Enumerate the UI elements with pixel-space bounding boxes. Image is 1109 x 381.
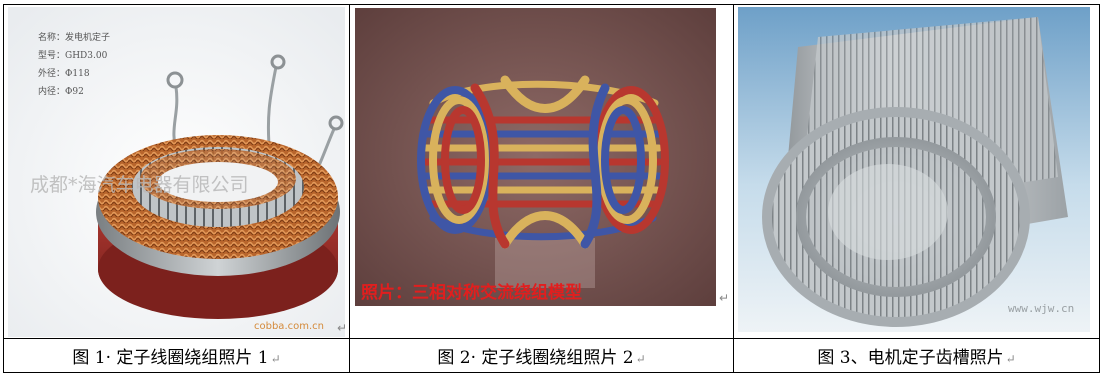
caption-figure-3: 图 3、电机定子齿槽照片 (817, 348, 1004, 368)
figure-table: 名称：发电机定子 型号：GHD3.00 外径：Φ118 内径：Φ92 (3, 4, 1100, 373)
spec-inner-diameter: 内径：Φ92 (38, 85, 84, 97)
spec-name: 名称：发电机定子 (38, 31, 110, 43)
spec-outer-diameter: 外径：Φ118 (38, 67, 90, 79)
caption-cell-3: 图 3、电机定子齿槽照片↵ (733, 338, 1100, 373)
winding-model-label: 照片：三相对称交流绕组模型 (361, 282, 582, 303)
paragraph-mark-2: ↵ (718, 291, 729, 305)
company-watermark: 成都*海汽车电器有限公司 (30, 174, 249, 196)
photo-cell-1: 名称：发电机定子 型号：GHD3.00 外径：Φ118 内径：Φ92 (3, 4, 350, 339)
caption-cell-1: 图 1· 定子线圈绕组照片 1↵ (3, 338, 350, 373)
site-watermark-3: www.wjw.cn (1008, 302, 1074, 315)
stator-slots-photo: www.wjw.cn (738, 7, 1090, 332)
caption-return-mark-1: ↵ (270, 352, 281, 366)
three-phase-winding-model-photo: 照片：三相对称交流绕组模型 (355, 8, 716, 306)
caption-figure-1: 图 1· 定子线圈绕组照片 1 (72, 348, 269, 368)
caption-figure-2: 图 2· 定子线圈绕组照片 2 (437, 348, 634, 368)
caption-return-mark-3: ↵ (1005, 352, 1016, 366)
photo-cell-2: 照片：三相对称交流绕组模型 ↵ (349, 4, 734, 339)
site-watermark-1: cobba.com.cn (254, 321, 324, 332)
photo-cell-3: www.wjw.cn (733, 4, 1100, 339)
stator-winding-photo-1: 名称：发电机定子 型号：GHD3.00 外径：Φ118 内径：Φ92 (8, 7, 345, 337)
caption-cell-2: 图 2· 定子线圈绕组照片 2↵ (349, 338, 734, 373)
paragraph-mark-1: ↵ (336, 321, 347, 335)
spec-model: 型号：GHD3.00 (38, 50, 108, 61)
caption-return-mark-2: ↵ (635, 352, 646, 366)
